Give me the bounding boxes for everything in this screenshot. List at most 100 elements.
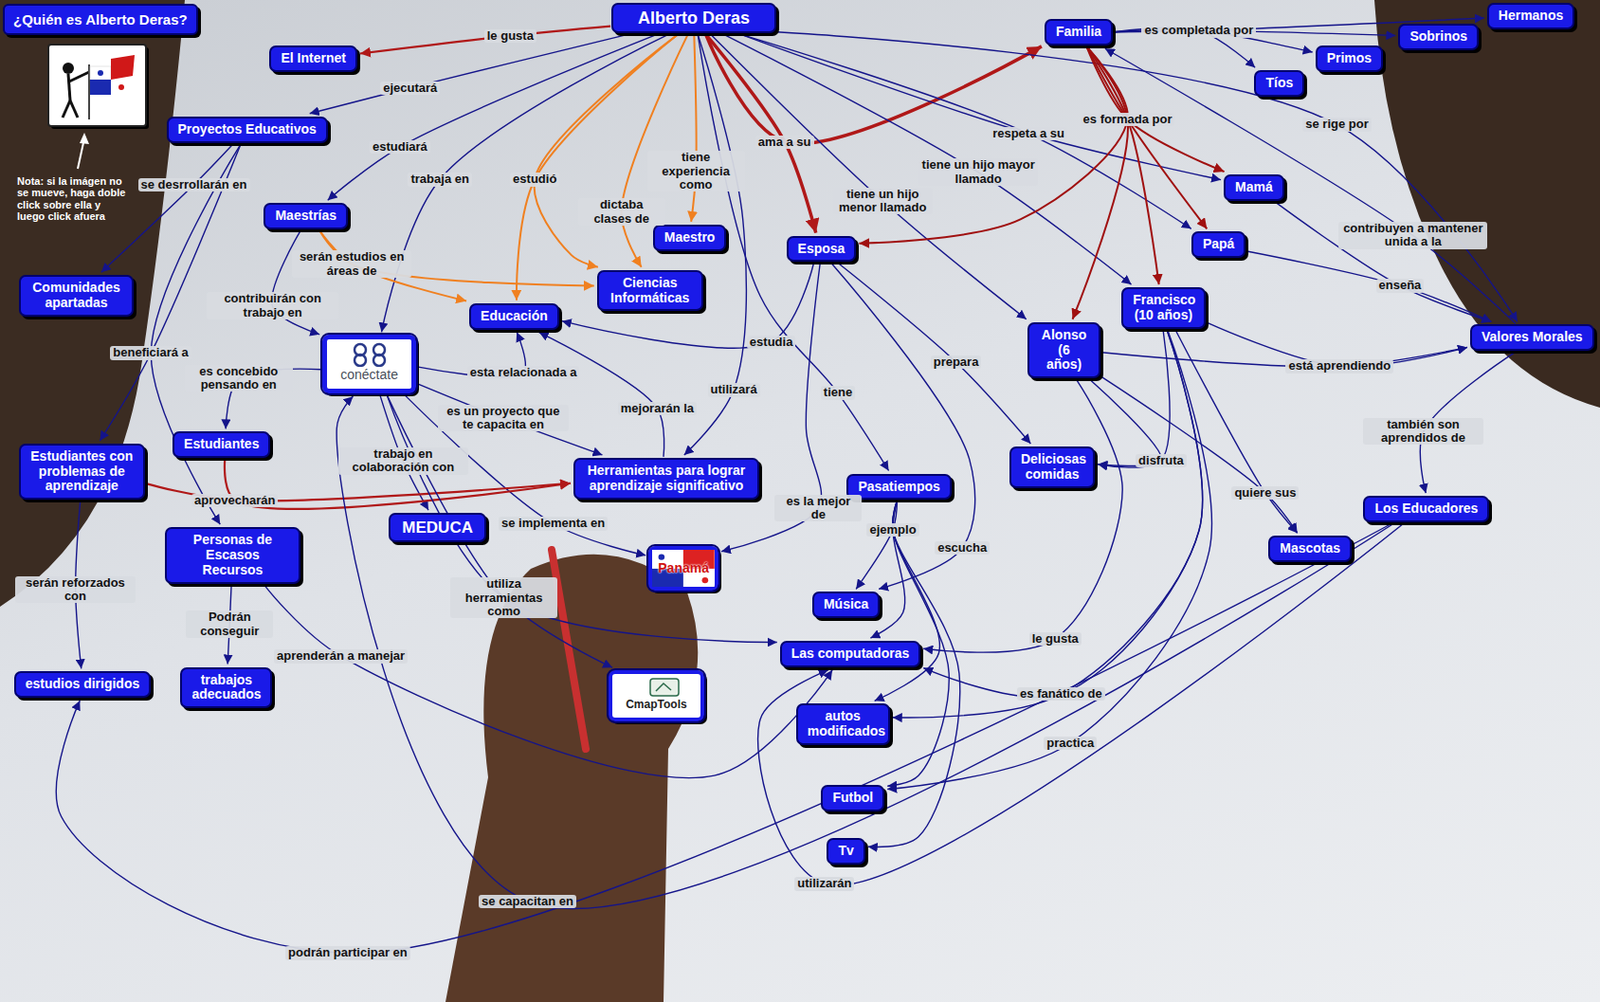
concept-box: Educación [469,303,560,330]
node-text: Familia [1055,24,1102,40]
concept-box: Comunidades apartadas [18,274,134,317]
link-phrase: se desrrollarán en [138,178,251,192]
node-text: Estudiantes [183,436,259,453]
link-phrase: mejorarán la [618,401,697,416]
concept-link [706,34,817,233]
concept-link [55,523,1392,954]
concept-box: Alberto Deras [611,2,777,34]
concept-box: Primos [1315,45,1383,73]
concept-box: El Internet [269,45,357,73]
concept-link [923,329,1202,698]
concept-box: Herramientas para lograr aprendizaje sig… [573,457,760,500]
concept-link [1175,329,1298,533]
node-text: Papá [1202,236,1235,253]
concept-box: Estudiantes [172,431,271,458]
concept-link [309,34,628,113]
node-text: Las computadoras [791,646,910,662]
concept-link [386,394,613,668]
link-phrase: tiene experiencia como [647,150,746,192]
note-arrowhead [79,132,90,145]
concept-box: Alonso (6 años) [1027,322,1102,379]
concept-link [327,34,657,200]
node-text: estudios dirigidos [25,676,141,692]
concept-box: Panamá [648,545,719,592]
logo-ring [373,354,385,366]
node-text: Panamá [657,561,710,577]
concept-link [101,144,235,273]
flag-star [118,84,125,91]
node-text: El Internet [280,51,346,67]
concept-box: Hermanos [1487,2,1575,30]
link-phrase: dictaba clases de [578,198,666,226]
concept-box: Ciencias Informáticas [597,270,704,312]
writing-arm [445,554,698,1002]
link-phrase: escucha [934,541,990,555]
concept-box: Deliciosas comidas [1009,446,1095,489]
node-text: conéctate [340,367,399,383]
link-phrase: está aprendiendo [1285,359,1394,373]
node-text: Mascotas [1279,541,1341,557]
concept-box: Personas de Escasos Recursos [164,527,300,583]
link-phrase: contribuyen a mantener unida a la [1338,221,1488,250]
concept-link [1086,46,1224,172]
concept-box: trabajos adecuados [180,667,273,710]
link-phrase: prepara [930,355,982,369]
link-phrase: utiliza herramientas como [450,577,559,619]
concept-box: Los Educadores [1363,495,1490,523]
concept-box: CmapTools [608,670,704,722]
link-phrase: contribuirán con trabajo en [206,291,339,320]
link-phrase: ejemplo [866,523,919,537]
concept-link [386,394,778,642]
flag-pole [88,64,91,120]
concept-link [417,383,603,455]
node-text: Herramientas para lograr aprendizaje sig… [584,463,748,494]
concept-box: Mascotas [1268,535,1352,563]
link-phrase: se implementa en [498,516,608,530]
concept-box: Familia [1044,18,1113,46]
link-phrase: estudiará [369,140,431,154]
concept-link [892,329,1203,718]
logo-mark [348,342,391,367]
concept-box: estudios dirigidos [14,671,152,698]
concept-box: autos modificados [796,703,891,746]
concept-link [837,262,1031,444]
figure-arm [69,72,90,82]
node-text: Música [823,597,869,613]
concept-link [855,500,897,589]
link-phrase: esta relacionada a [467,365,581,380]
concept-box: Maestrías [263,202,348,230]
node-text: Mamá [1235,180,1273,196]
concept-box: Pasatiempos [846,473,951,501]
concept-box: Maestro [653,224,728,252]
node-text: Educación [480,309,548,325]
node-text: Esposa [798,241,846,257]
flag-star [702,577,710,583]
concept-box: Estudiantes con problemas de aprendizaje [18,443,146,500]
node-text: Alberto Deras [637,8,750,28]
concept-box: Valores Morales [1470,324,1595,351]
node-text: Valores Morales [1481,329,1583,346]
link-phrase: ejecutará [380,81,440,95]
link-phrase: estudia [746,335,797,349]
concept-link [758,523,1404,886]
concept-box: Proyectos Educativos [166,116,328,144]
link-phrase: estudió [509,172,560,186]
logo-screen [650,678,679,696]
concept-link [1105,48,1516,324]
node-text: Pasatiempos [857,479,940,495]
flag-field [652,549,715,588]
node-text: Primos [1327,51,1372,67]
link-phrase: enseña [1376,278,1425,292]
link-phrase: es fanático de [1017,687,1106,701]
concept-box: Mamá [1223,174,1285,201]
node-text: Tv [837,843,854,859]
concept-link [1101,346,1468,366]
logo-map [655,683,672,691]
concept-box: Música [812,591,880,619]
link-phrase: le gusta [1029,632,1082,646]
figure-head [62,62,74,74]
avatar-picture [48,44,149,129]
link-phrase: aprenderán a manejar [273,649,408,663]
node-text: CmapTools [625,698,687,712]
